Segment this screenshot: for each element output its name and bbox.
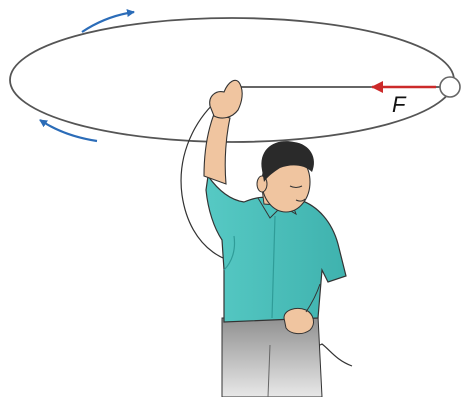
orbit-ellipse [10, 18, 454, 142]
force-label: F [392, 92, 407, 117]
rotation-arrow-left [40, 120, 97, 141]
ball-icon [440, 77, 460, 97]
raised-hand [210, 80, 242, 118]
lower-hand [284, 308, 313, 333]
person-figure [204, 80, 346, 397]
raised-arm [204, 114, 230, 184]
